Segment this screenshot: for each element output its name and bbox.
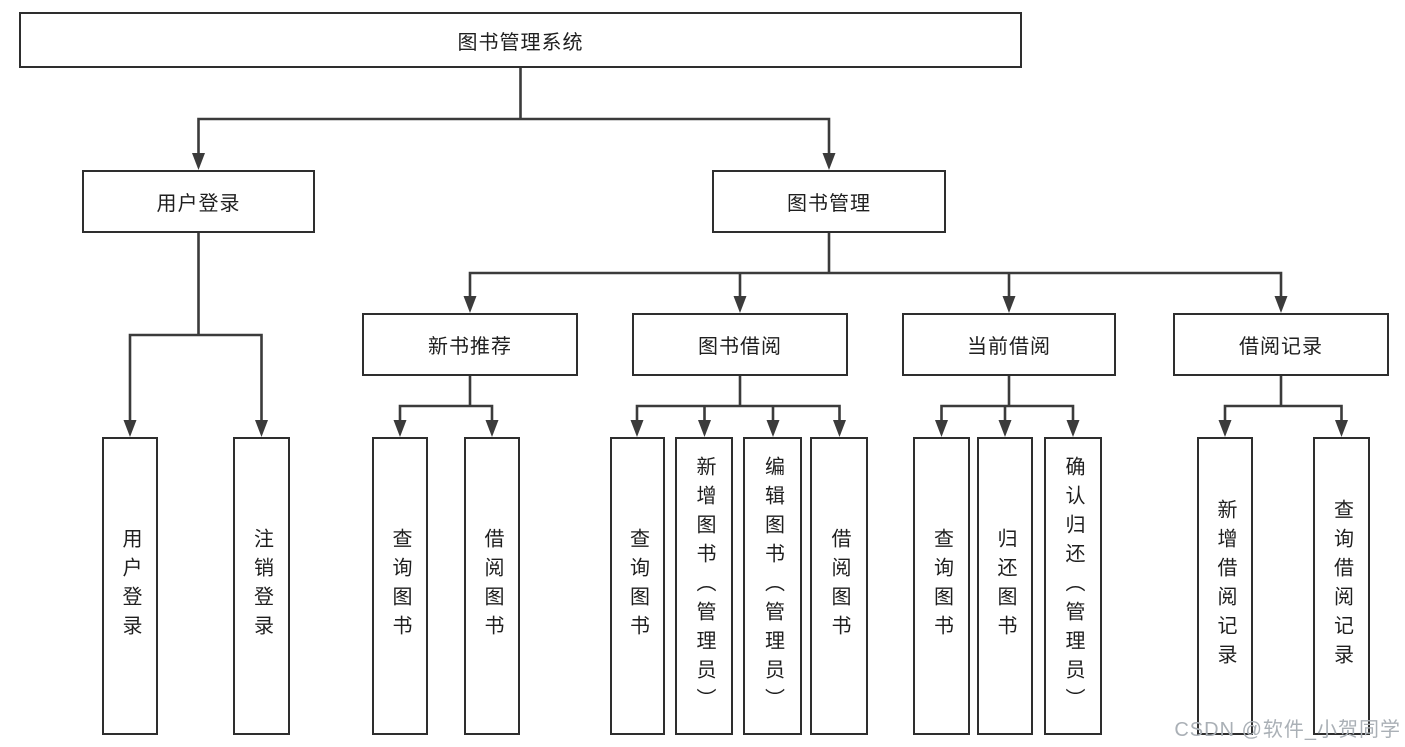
connector-root — [197, 68, 831, 156]
node-new-book-recommend: 新书推荐 — [362, 313, 578, 376]
node-book-borrow-label: 图书借阅 — [698, 336, 782, 358]
node-book-management-label: 图书管理 — [787, 193, 871, 215]
leaf-query-books-borrow-label: 查询图书 — [626, 528, 649, 644]
leaf-add-book-admin-label: 新增图书（管理员） — [693, 455, 715, 717]
watermark: CSDN @软件_小贺同学 — [1174, 719, 1401, 741]
connector-borrow-records — [1223, 376, 1343, 423]
leaf-query-borrow-record: 查询借阅记录 — [1313, 437, 1370, 735]
node-book-management: 图书管理 — [712, 170, 946, 233]
leaf-edit-book-admin: 编辑图书（管理员） — [743, 437, 802, 735]
node-current-borrow-label: 当前借阅 — [967, 336, 1051, 358]
leaf-query-books-current-label: 查询图书 — [930, 528, 953, 644]
leaf-add-borrow-record-label: 新增借阅记录 — [1214, 499, 1236, 673]
node-root: 图书管理系统 — [19, 12, 1022, 68]
connector-book-management — [468, 233, 1283, 299]
node-user-login: 用户登录 — [82, 170, 315, 233]
leaf-confirm-return-admin-label: 确认归还（管理员） — [1062, 455, 1084, 717]
node-borrow-records: 借阅记录 — [1173, 313, 1389, 376]
leaf-confirm-return-admin: 确认归还（管理员） — [1044, 437, 1102, 735]
leaf-query-borrow-record-label: 查询借阅记录 — [1330, 499, 1353, 673]
leaf-query-books-borrow: 查询图书 — [610, 437, 665, 735]
node-root-label: 图书管理系统 — [457, 31, 584, 54]
connector-book-borrow — [635, 376, 841, 423]
node-borrow-records-label: 借阅记录 — [1239, 336, 1323, 358]
node-current-borrow: 当前借阅 — [902, 313, 1116, 376]
leaf-edit-book-admin-label: 编辑图书（管理员） — [761, 455, 784, 717]
leaf-borrow-books-recommend: 借阅图书 — [464, 437, 520, 735]
leaf-return-book: 归还图书 — [977, 437, 1033, 735]
leaf-logout: 注销登录 — [233, 437, 290, 735]
leaf-borrow-books-borrow: 借阅图书 — [810, 437, 868, 735]
leaf-user-login-label: 用户登录 — [119, 528, 141, 644]
node-user-login-label: 用户登录 — [156, 193, 241, 215]
connector-user-login — [128, 233, 263, 423]
leaf-borrow-books-borrow-label: 借阅图书 — [828, 528, 850, 644]
leaf-user-login: 用户登录 — [102, 437, 158, 735]
leaf-query-books-recommend: 查询图书 — [372, 437, 428, 735]
connector-current-borrow — [940, 376, 1075, 423]
node-new-book-recommend-label: 新书推荐 — [428, 336, 512, 358]
arrowheads — [123, 153, 1348, 437]
leaf-borrow-books-recommend-label: 借阅图书 — [481, 528, 503, 644]
connector-new-book — [398, 376, 494, 423]
leaf-return-book-label: 归还图书 — [994, 528, 1016, 644]
leaf-logout-label: 注销登录 — [250, 528, 273, 644]
node-book-borrow: 图书借阅 — [632, 313, 848, 376]
leaf-add-borrow-record: 新增借阅记录 — [1197, 437, 1253, 735]
leaf-query-books-recommend-label: 查询图书 — [389, 528, 411, 644]
leaf-add-book-admin: 新增图书（管理员） — [675, 437, 733, 735]
leaf-query-books-current: 查询图书 — [913, 437, 970, 735]
